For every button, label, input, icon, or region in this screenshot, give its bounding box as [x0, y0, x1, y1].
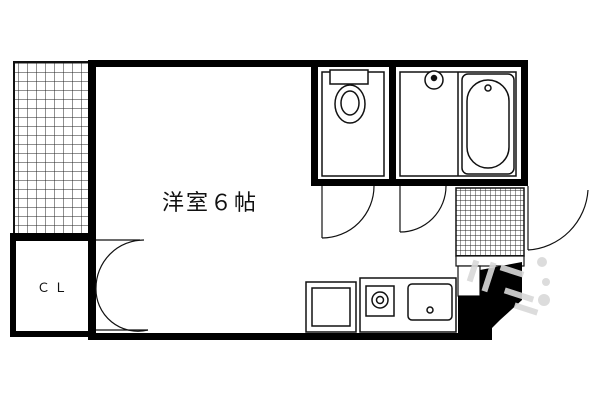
toilet	[321, 69, 385, 177]
entrance-floor	[455, 187, 525, 257]
bathtub	[461, 73, 515, 175]
bathroom	[399, 70, 517, 177]
toilet-door	[321, 185, 375, 239]
kitchen	[305, 277, 457, 333]
closet-door	[95, 239, 149, 332]
walls	[10, 60, 528, 340]
western-room-label: 洋室６帖	[162, 191, 258, 216]
wash-basin	[424, 70, 444, 90]
entrance-door	[527, 186, 589, 251]
stove	[365, 285, 395, 317]
closet-label: ＣＬ	[37, 281, 71, 296]
bathroom-door	[399, 185, 447, 233]
watermark-logo	[466, 257, 550, 316]
closet: ＣＬ	[13, 239, 93, 334]
balcony	[13, 61, 93, 235]
kitchen-sink	[407, 283, 453, 321]
